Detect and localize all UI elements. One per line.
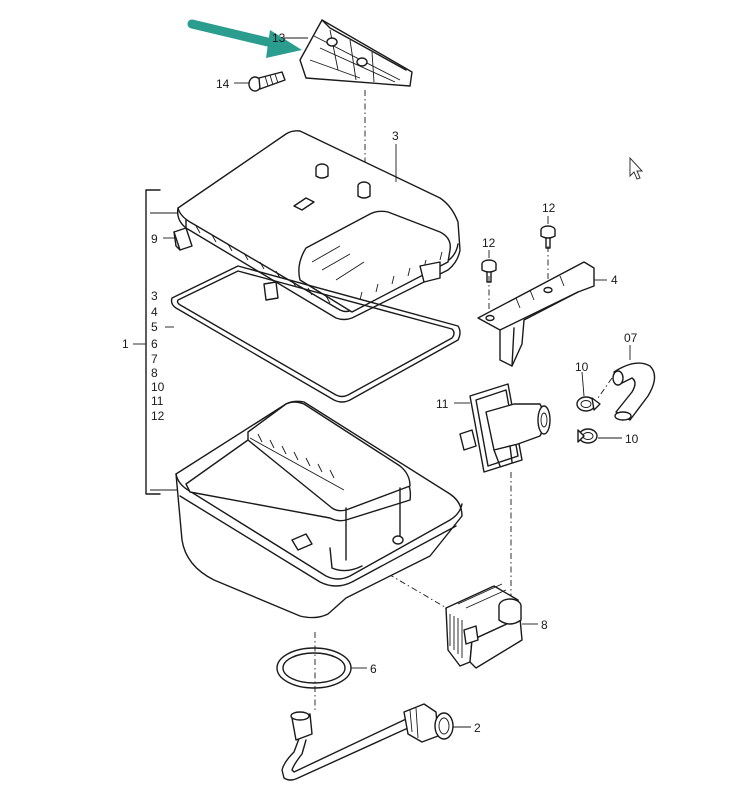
part-2-drain-pipe <box>281 703 454 781</box>
mouse-cursor-icon <box>629 156 644 180</box>
part-4-mounting-bracket <box>477 261 595 367</box>
part-5-gasket <box>170 265 461 403</box>
kit-item: 7 <box>151 352 158 366</box>
label-10-lower: 10 <box>625 432 639 446</box>
part-11-sensor <box>459 383 551 473</box>
part-13-bracket <box>299 19 413 87</box>
part-number-labels: 13 14 3 9 1 12 12 4 07 10 10 11 8 6 2 <box>122 31 639 735</box>
housing-lower-box <box>175 400 463 619</box>
part-14-screw <box>248 71 286 92</box>
label-8: 8 <box>541 618 548 632</box>
part-12-screw-right <box>540 225 556 249</box>
part-10-clamp-upper <box>576 396 601 412</box>
label-07: 07 <box>624 331 638 345</box>
label-14: 14 <box>216 77 230 91</box>
kit-item: 8 <box>151 366 158 380</box>
label-2: 2 <box>474 721 481 735</box>
kit-contents-list: 3 4 5 6 7 8 10 11 12 <box>151 289 165 423</box>
part-07-hose <box>612 362 656 421</box>
part-8-filter-element <box>445 583 523 669</box>
label-4: 4 <box>611 273 618 287</box>
assembly-line-07 <box>597 377 613 399</box>
bracket-part-1 <box>133 189 178 495</box>
label-12-right: 12 <box>542 201 556 215</box>
label-12-left: 12 <box>482 236 496 250</box>
part-10-clamp-lower <box>577 428 598 444</box>
leader-lines <box>163 37 631 728</box>
kit-item: 11 <box>151 394 164 408</box>
part-9-clip <box>173 227 193 251</box>
label-6: 6 <box>370 662 377 676</box>
label-9: 9 <box>151 232 158 246</box>
kit-item: 10 <box>151 380 165 394</box>
label-13: 13 <box>272 31 286 45</box>
kit-item: 3 <box>151 289 158 303</box>
kit-item: 6 <box>151 337 158 351</box>
label-10-upper: 10 <box>575 360 589 374</box>
part-6-o-ring <box>276 647 352 689</box>
kit-item: 5 <box>151 320 158 334</box>
label-11: 11 <box>436 397 449 411</box>
kit-item: 12 <box>151 409 165 423</box>
highlight-arrow-icon <box>187 19 302 58</box>
label-3: 3 <box>392 129 399 143</box>
part-3-top-cover <box>176 130 461 321</box>
kit-item: 4 <box>151 305 158 319</box>
label-1: 1 <box>122 337 129 351</box>
part-12-screw-left <box>481 259 497 283</box>
